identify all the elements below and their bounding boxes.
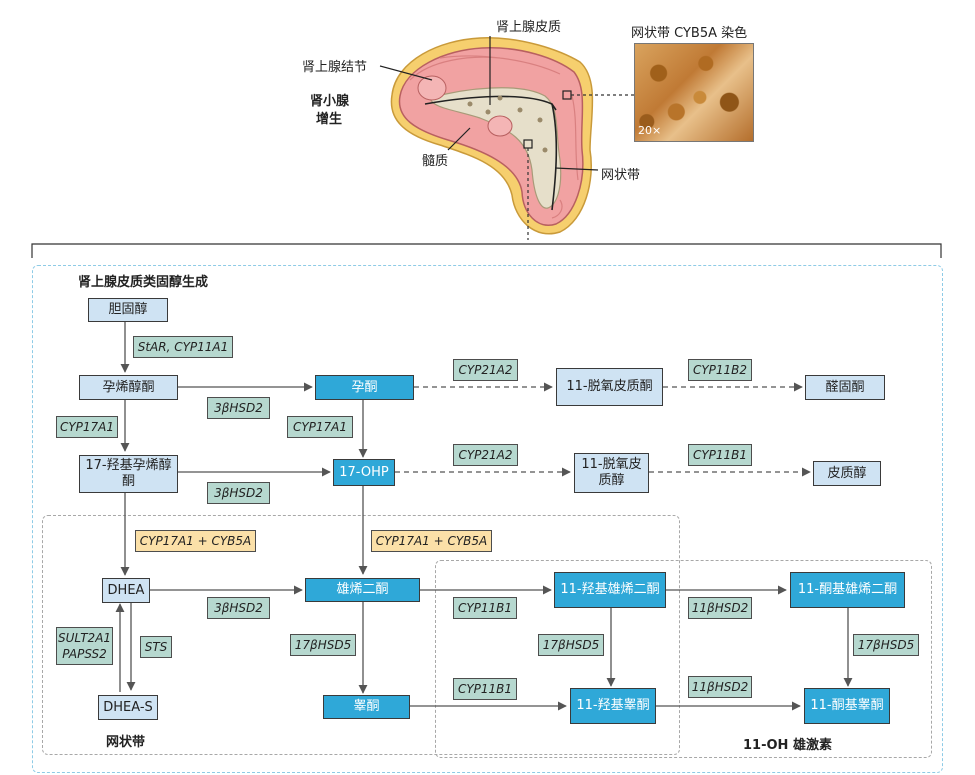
- enzyme-papss2: PAPSS2: [62, 647, 107, 661]
- oh-androgen-label: 11-OH 雄激素: [743, 738, 832, 753]
- enzyme-cyp11b1: CYP11B1: [453, 678, 517, 700]
- enzyme-3bhsd2: 3βHSD2: [207, 482, 270, 504]
- enzyme-cyp17a1-cyb5a: CYP17A1 + CYB5A: [135, 530, 256, 552]
- zr-region: [42, 515, 680, 755]
- node-progesterone: 孕酮: [315, 375, 414, 400]
- enzyme-11bhsd2: 11βHSD2: [688, 676, 752, 698]
- node-dhea: DHEA: [102, 578, 150, 603]
- node-11-deoxycorticosterone: 11-脱氧皮质酮: [556, 368, 663, 406]
- node-17-ohp: 17-OHP: [333, 459, 395, 486]
- oh-androgen-region: [435, 560, 932, 758]
- zr-anatomy-label: 网状带: [601, 168, 641, 183]
- enzyme-17bhsd5: 17βHSD5: [853, 634, 919, 656]
- stain-title: 网状带 CYB5A 染色: [631, 26, 748, 41]
- panel-title: 肾上腺皮质类固醇生成: [78, 275, 209, 290]
- node-17-oh-pregnenolone-line2: 酮: [121, 474, 135, 489]
- hyperplasia-label-line2: 增生: [316, 112, 343, 127]
- node-11-deoxycortisol-line2: 质醇: [598, 473, 625, 488]
- enzyme-cyp17a1: CYP17A1: [287, 416, 353, 438]
- adrenal-gland-illustration: [379, 36, 634, 240]
- steroidogenesis-panel: [32, 265, 943, 773]
- magnification-label: 20×: [638, 124, 662, 137]
- node-androstenedione: 雄烯二酮: [305, 578, 420, 602]
- enzyme-cyp11b1: CYP11B1: [453, 597, 517, 619]
- node-11-keto-androstenedione: 11-酮基雄烯二酮: [790, 572, 905, 608]
- node-cholesterol: 胆固醇: [88, 298, 168, 322]
- enzyme-cyp21a2: CYP21A2: [453, 359, 518, 381]
- enzyme-sts: STS: [140, 636, 172, 658]
- adrenal-nodule-blob: [417, 75, 447, 101]
- node-pregnenolone: 孕烯醇酮: [79, 375, 178, 400]
- cyb5a-stain-micrograph: [634, 43, 754, 142]
- node-aldosterone: 醛固酮: [805, 375, 885, 400]
- node-11-oh-androstenedione: 11-羟基雄烯二酮: [554, 572, 666, 608]
- enzyme-3bhsd2: 3βHSD2: [207, 397, 270, 419]
- enzyme-cyp11b1: CYP11B1: [688, 444, 752, 466]
- enzyme-sult2a1-papss2: SULT2A1 PAPSS2: [56, 627, 113, 665]
- node-dhea-s: DHEA-S: [98, 695, 158, 720]
- enzyme-star-cyp11a1: StAR, CYP11A1: [133, 336, 233, 358]
- cortex-label: 肾上腺皮质: [496, 20, 562, 35]
- node-17-oh-pregnenolone: 17-羟基孕烯醇 酮: [79, 455, 178, 493]
- enzyme-cyp21a2: CYP21A2: [453, 444, 518, 466]
- enzyme-cyp11b2: CYP11B2: [688, 359, 752, 381]
- enzyme-sult2a1: SULT2A1: [57, 631, 112, 645]
- zr-region-label: 网状带: [106, 735, 146, 750]
- node-cortisol: 皮质醇: [813, 461, 881, 486]
- enzyme-3bhsd2: 3βHSD2: [207, 597, 270, 619]
- enzyme-11bhsd2: 11βHSD2: [688, 597, 752, 619]
- enzyme-17bhsd5: 17βHSD5: [538, 634, 604, 656]
- hyperplasia-label-line1: 肾小腺: [310, 94, 350, 109]
- node-11-deoxycortisol-line1: 11-脱氧皮: [581, 457, 642, 472]
- node-11-oh-testosterone: 11-羟基睾酮: [570, 688, 656, 724]
- enzyme-cyp17a1: CYP17A1: [56, 416, 118, 438]
- enzyme-17bhsd5: 17βHSD5: [290, 634, 356, 656]
- nodule-label: 肾上腺结节: [302, 60, 368, 75]
- enzyme-cyp17a1-cyb5a: CYP17A1 + CYB5A: [371, 530, 492, 552]
- node-11-keto-testosterone: 11-酮基睾酮: [804, 688, 890, 724]
- node-17-oh-pregnenolone-line1: 17-羟基孕烯醇: [85, 458, 172, 473]
- node-11-deoxycortisol: 11-脱氧皮 质醇: [574, 453, 649, 493]
- node-testosterone: 睾酮: [323, 695, 410, 719]
- medulla-label: 髓质: [422, 154, 449, 169]
